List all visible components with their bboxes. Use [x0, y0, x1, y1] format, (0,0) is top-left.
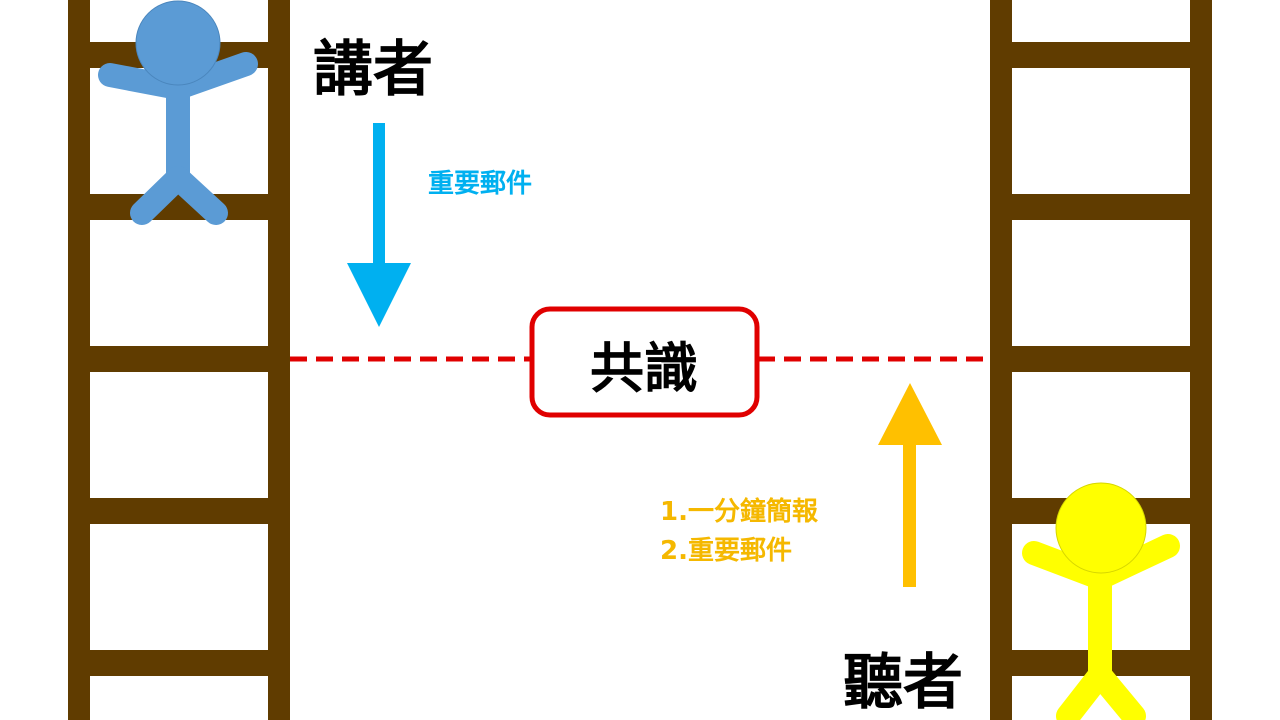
listener-label: 聽者 — [843, 648, 963, 718]
speaker-arrow — [347, 123, 411, 327]
speaker-arrow-head — [347, 263, 411, 327]
listener-message-1: 1.一分鐘簡報 — [660, 496, 819, 527]
right-ladder-rung — [990, 346, 1212, 372]
left-ladder-rung — [68, 194, 290, 220]
speaker-message: 重要郵件 — [428, 169, 532, 199]
right-ladder-rung — [990, 194, 1212, 220]
speaker-figure — [98, 0, 258, 225]
listener-figure — [1022, 482, 1180, 720]
listener-arrow-shaft — [903, 445, 916, 587]
speaker-label: 講者 — [313, 35, 433, 105]
listener-leg-right — [1088, 663, 1146, 720]
left-ladder-rung — [68, 498, 290, 524]
speaker-leg-right — [166, 166, 228, 225]
left-ladder-rung — [68, 346, 290, 372]
listener-arrow-head — [878, 383, 942, 445]
left-ladder-rung — [68, 650, 290, 676]
listener-arrow — [878, 383, 942, 587]
right-ladder-rung — [990, 42, 1212, 68]
listener-head — [1055, 482, 1147, 574]
listener-message-2: 2.重要郵件 — [660, 536, 792, 566]
right-ladder — [990, 0, 1212, 720]
consensus-box — [529, 306, 760, 418]
speaker-arrow-shaft — [373, 123, 385, 265]
speaker-head — [135, 0, 221, 86]
consensus-label: 共識 — [590, 337, 698, 400]
